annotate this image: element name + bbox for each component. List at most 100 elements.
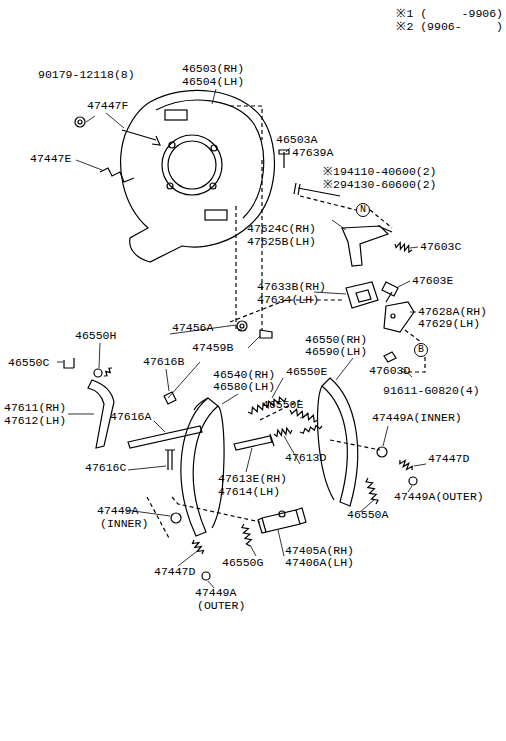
callout-number: 47612(LH) — [4, 415, 66, 427]
bolt-hole — [169, 142, 175, 148]
plate — [384, 302, 414, 332]
callout-number: 47613E(RH) — [218, 473, 287, 485]
callout-number: 46550E — [286, 366, 327, 378]
spring — [193, 540, 204, 554]
spring — [274, 428, 292, 436]
grommet — [346, 282, 378, 308]
strut — [128, 426, 202, 448]
spring — [400, 460, 412, 470]
callout-number: 47406A(LH) — [285, 557, 354, 569]
washer — [384, 352, 396, 362]
brake-shoe — [181, 398, 218, 536]
bolt — [382, 282, 398, 302]
backing-plate-rim — [156, 100, 264, 218]
callout-number: 46550H — [75, 330, 116, 342]
cable-bracket — [342, 226, 392, 266]
callout-number: 47447E — [30, 153, 71, 165]
spring — [242, 524, 252, 546]
reference-circle: N — [356, 203, 370, 217]
bolt-hole — [210, 183, 216, 189]
retainer — [164, 392, 176, 404]
callout-number: ※294130-60600(2) — [323, 179, 437, 191]
spring — [366, 478, 378, 504]
callout-number: 47447F — [87, 100, 128, 112]
reference-letter: B — [418, 345, 424, 355]
callout-number: 46504(LH) — [182, 76, 244, 88]
callout-number: 47603E — [412, 275, 453, 287]
callout-number: 47447D — [428, 453, 469, 465]
callout-number: 46550C — [8, 357, 49, 369]
washer — [78, 120, 82, 124]
callout-number: 47639A — [292, 147, 333, 159]
cylinder-boss — [205, 210, 227, 220]
callout-number: 46540(RH) — [213, 369, 275, 381]
callout-number: 47603C — [420, 241, 461, 253]
cup — [94, 369, 102, 377]
bolt — [122, 130, 160, 145]
plug — [237, 321, 247, 331]
callout-number: 46580(LH) — [213, 381, 275, 393]
callout-number: (OUTER) — [197, 600, 245, 612]
callout-number: 47634(LH) — [257, 294, 319, 306]
shoe-lining — [194, 398, 224, 528]
callout-number: 47603D — [369, 365, 410, 377]
spring — [290, 409, 318, 422]
callout-number: ※194110-40600(2) — [323, 166, 437, 178]
plug — [240, 324, 244, 328]
washer — [391, 314, 395, 318]
cup — [202, 572, 210, 580]
bleeder — [260, 330, 272, 338]
callout-number: 47624C(RH) — [247, 223, 316, 235]
wire-clip — [100, 168, 134, 182]
wheel-cylinder — [258, 508, 306, 533]
callout-number: 46550A — [347, 509, 388, 521]
pin — [165, 450, 175, 470]
bolt-hole — [211, 145, 217, 151]
callout-number: 47633B(RH) — [257, 281, 326, 293]
hub-ring — [162, 135, 222, 195]
callout-number: 47628A(RH) — [418, 306, 487, 318]
bolt-hole — [167, 183, 173, 189]
callout-number: 47614(LH) — [218, 486, 280, 498]
cup — [171, 513, 181, 523]
spring — [300, 426, 322, 434]
adjuster — [234, 434, 274, 450]
callout-number: 91611-G0820(4) — [383, 385, 480, 397]
callout-number: 47456A — [172, 322, 213, 334]
spring — [104, 368, 112, 376]
washer — [75, 117, 85, 127]
reference-letter: N — [360, 205, 366, 215]
callout-number: 47616B — [143, 356, 184, 368]
callout-number: 46550(RH) — [305, 334, 367, 346]
callout-number: 90179-12118(8) — [38, 69, 135, 81]
hub-hole — [168, 141, 216, 189]
callout-number: 46550G — [222, 557, 263, 569]
bolt — [279, 150, 289, 168]
callout-number: 47613D — [285, 452, 326, 464]
cup — [377, 447, 387, 457]
callout-number: 47449A(INNER) — [372, 412, 462, 424]
callout-number: ※1 ( -9906) — [396, 8, 503, 20]
callout-number: 47449A(OUTER) — [394, 491, 484, 503]
shoe-web — [318, 386, 334, 500]
callout-number: 46503A — [276, 134, 317, 146]
callout-number: 47611(RH) — [4, 402, 66, 414]
callout-number: 47629(LH) — [418, 318, 480, 330]
callout-number: 46550E — [262, 399, 303, 411]
callout-number: 47616A — [110, 411, 151, 423]
callout-number: 46503(RH) — [182, 63, 244, 75]
anchor-boss — [165, 110, 187, 120]
callout-number: 46590(LH) — [305, 346, 367, 358]
callout-number: 47449A — [195, 587, 236, 599]
callout-number: 47625B(LH) — [247, 236, 316, 248]
bleeder-port — [279, 511, 285, 517]
callout-number: 47405A(RH) — [285, 545, 354, 557]
callout-number: 47616C — [85, 462, 126, 474]
reference-circle: B — [414, 343, 428, 357]
callout-number: 47449A — [97, 505, 138, 517]
callout-number: 47447D — [154, 566, 195, 578]
spring — [395, 243, 412, 252]
clip — [64, 358, 74, 368]
leader-line — [57, 89, 426, 588]
callout-number: 47459B — [192, 342, 233, 354]
